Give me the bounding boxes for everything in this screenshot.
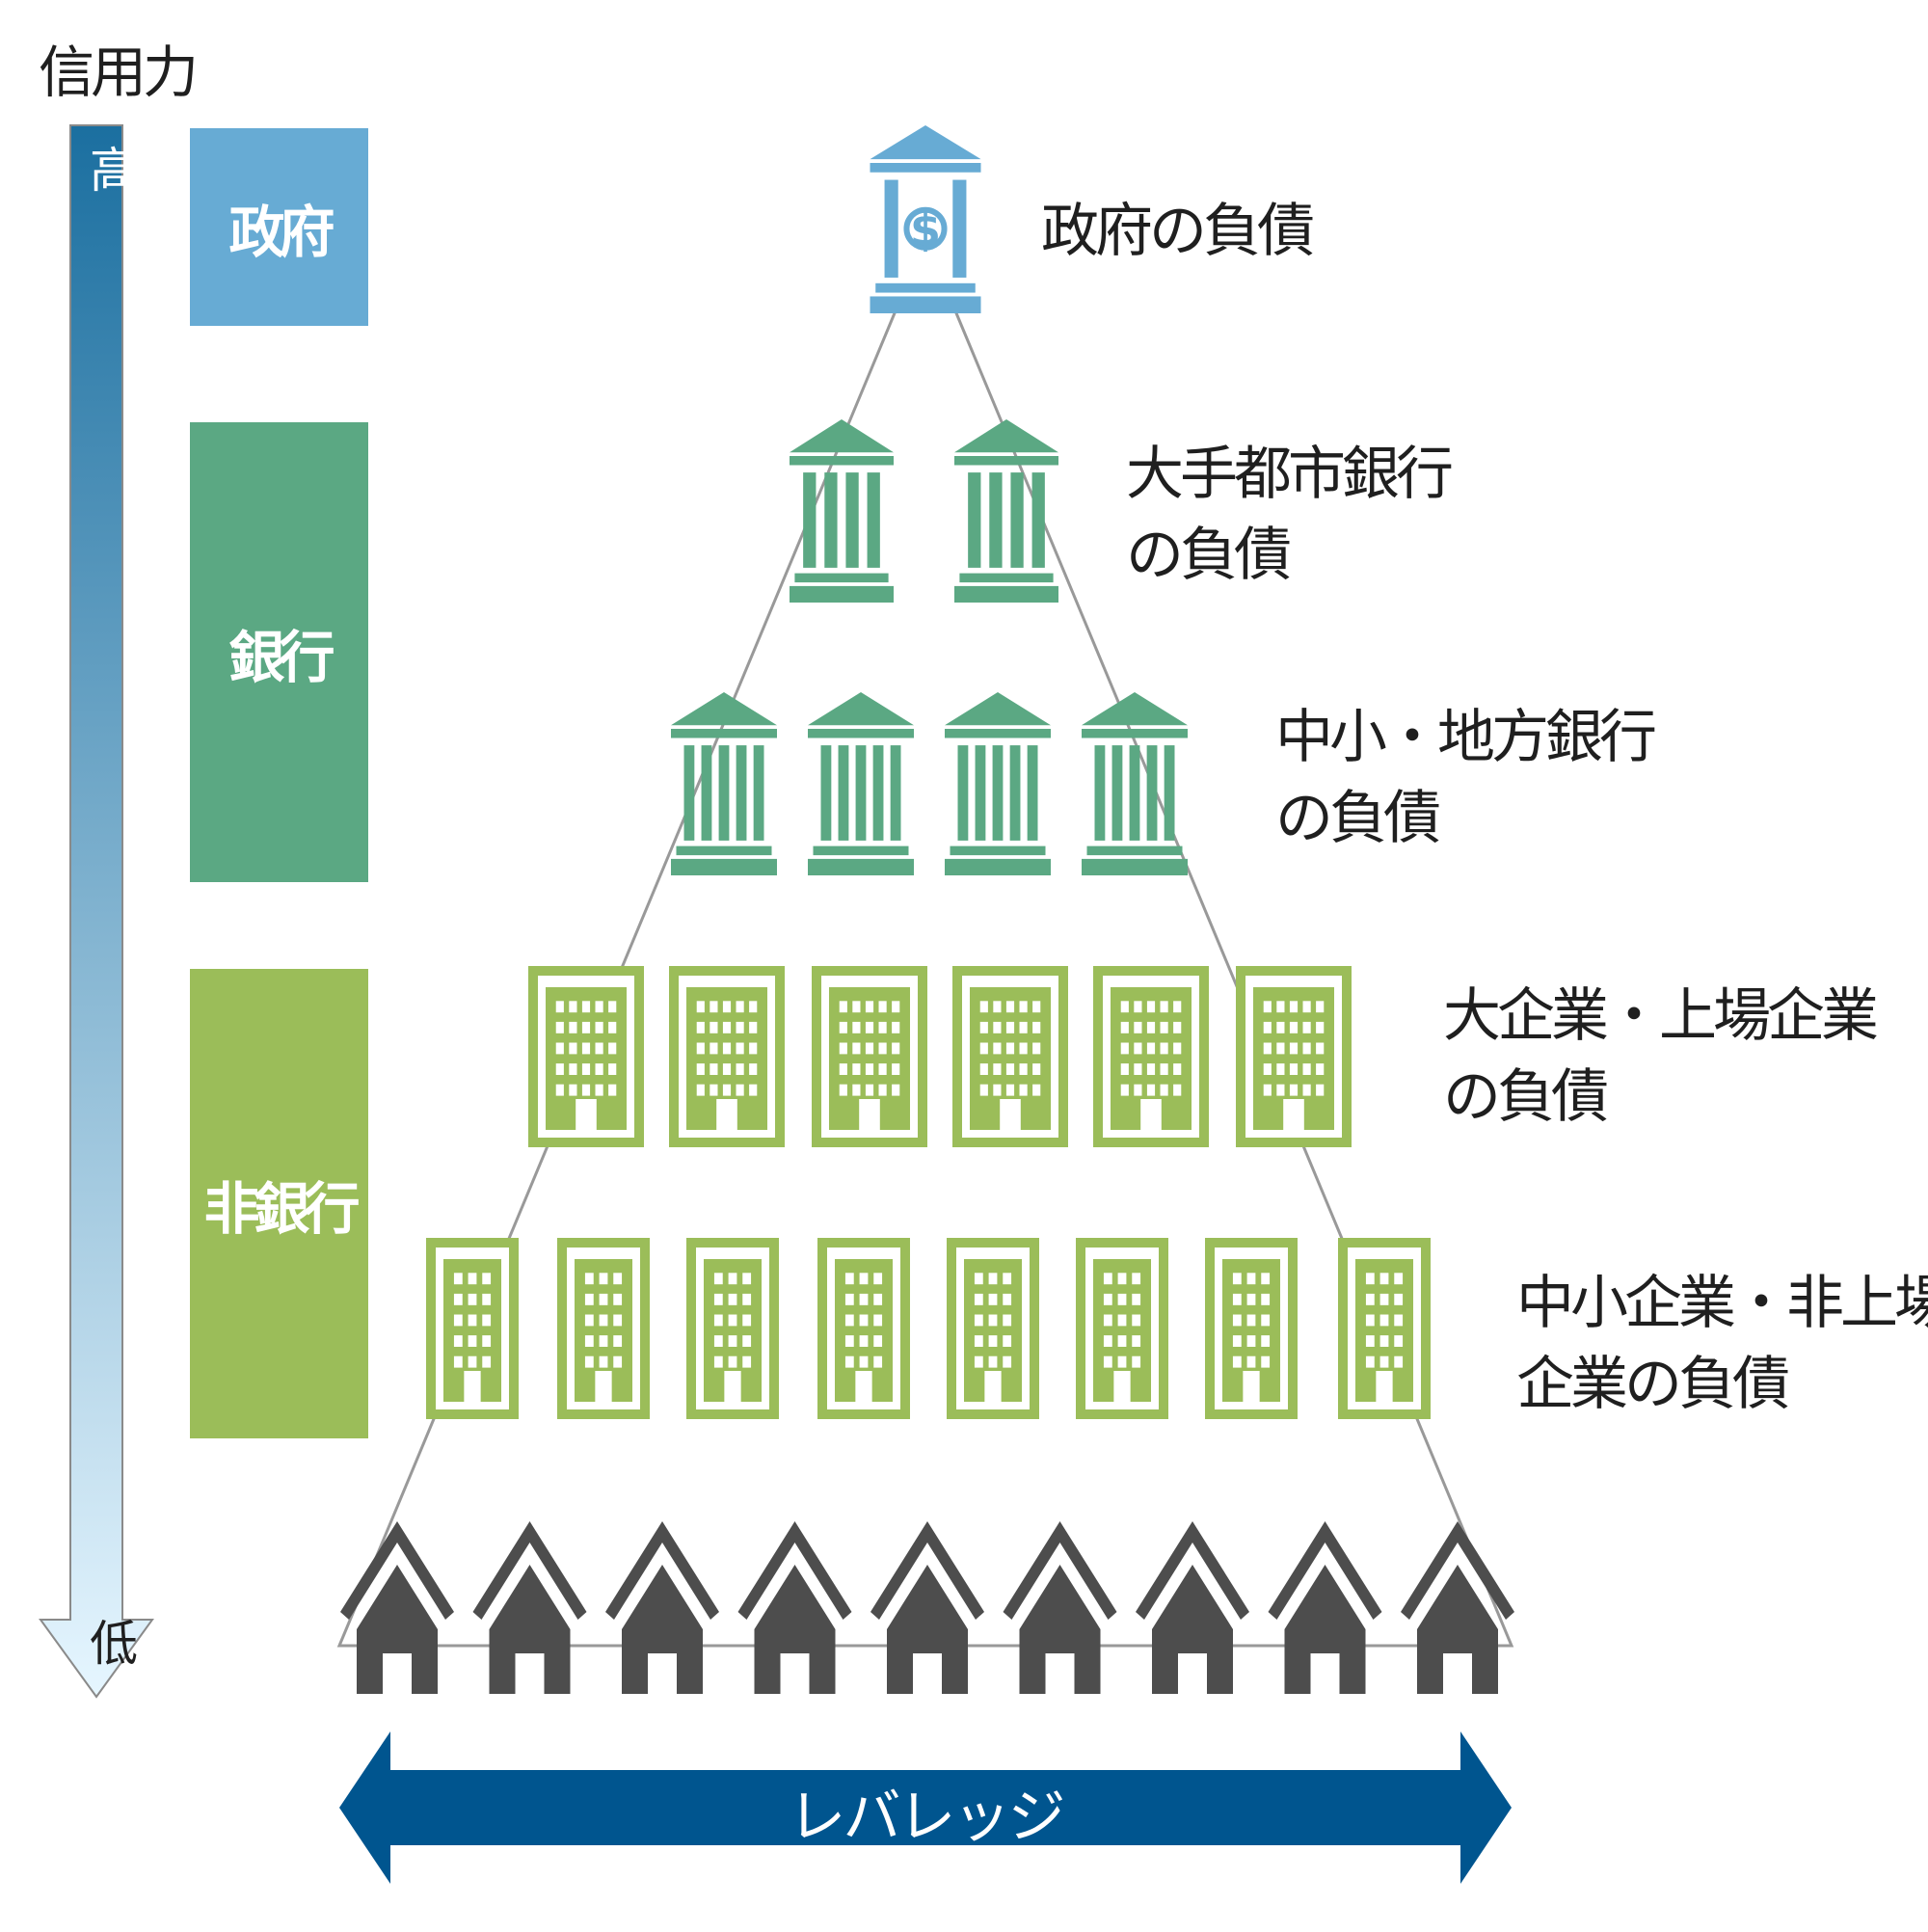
house-icon: [737, 1521, 852, 1694]
tier-label-sme-debt: 中小企業・非上場 企業の負債: [1516, 1270, 1928, 1418]
tier-label-megabank-debt: 大手都市銀行 の負債: [1126, 441, 1454, 589]
office-building-icon: [1338, 1238, 1431, 1419]
office-building-icon: [669, 966, 785, 1147]
government-bank-dollar-icon: $: [870, 125, 981, 313]
leverage-arrow: [339, 1731, 1512, 1884]
bank-icon: [790, 419, 894, 603]
bank-icon: [945, 692, 1051, 875]
office-building-icon: [1093, 966, 1209, 1147]
bank-icon: [1082, 692, 1188, 875]
office-building-icon: [426, 1238, 519, 1419]
house-icon: [472, 1521, 587, 1694]
office-building-icon: [947, 1238, 1039, 1419]
office-building-icon: [1205, 1238, 1298, 1419]
tier-label-regional-bank-debt: 中小・地方銀行 の負債: [1275, 704, 1657, 852]
credit-axis-title: 信用力: [39, 40, 199, 105]
tier-icons: $: [340, 125, 1514, 1694]
office-building-icon: [686, 1238, 779, 1419]
house-icon: [340, 1521, 454, 1694]
bank-icon: [808, 692, 914, 875]
category-box-bank: 銀行: [190, 422, 368, 882]
office-building-icon: [952, 966, 1068, 1147]
office-building-icon: [1236, 966, 1352, 1147]
tier-label-large-corp-debt: 大企業・上場企業 の負債: [1443, 982, 1879, 1131]
house-icon: [1401, 1521, 1514, 1694]
credit-axis-arrow: [39, 124, 154, 1699]
office-building-icon: [812, 966, 927, 1147]
credit-axis-low-label: 低: [82, 1618, 138, 1666]
category-box-government: 政府: [190, 128, 368, 326]
leverage-label: レバレッジ: [788, 1784, 1066, 1851]
house-icon: [1003, 1521, 1117, 1694]
tier-label-government-debt: 政府の負債: [1041, 198, 1315, 265]
office-building-icon: [557, 1238, 650, 1419]
credit-axis-high-label: 高: [82, 145, 138, 193]
office-building-icon: [817, 1238, 910, 1419]
house-icon: [870, 1521, 984, 1694]
bank-icon: [954, 419, 1058, 603]
bank-icon: [671, 692, 777, 875]
house-icon: [1136, 1521, 1249, 1694]
office-building-icon: [528, 966, 644, 1147]
house-icon: [1268, 1521, 1382, 1694]
office-building-icon: [1076, 1238, 1168, 1419]
svg-text:$: $: [910, 203, 941, 255]
category-box-nonbank: 非銀行: [190, 969, 368, 1438]
house-icon: [605, 1521, 719, 1694]
